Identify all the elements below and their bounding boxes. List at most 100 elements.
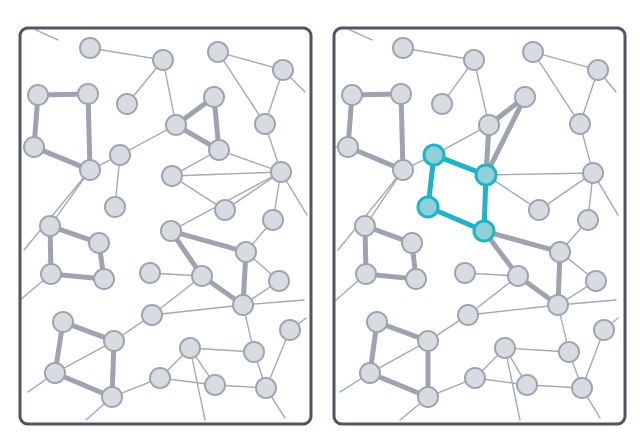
node (587, 59, 609, 81)
node (507, 265, 529, 287)
node (116, 93, 138, 115)
edge-thin (532, 51, 599, 71)
edge-thin (162, 59, 177, 126)
node-highlighted (472, 219, 496, 243)
node (270, 161, 292, 183)
node (417, 386, 439, 408)
edge-thin (473, 59, 490, 126)
node (417, 330, 439, 352)
node (354, 215, 376, 237)
node (341, 84, 363, 106)
edge-thin (35, 29, 59, 41)
node (337, 136, 359, 158)
edge-thin (485, 172, 594, 176)
node-highlighted (474, 163, 498, 187)
edge-thin (224, 171, 282, 211)
node (160, 220, 182, 242)
node (528, 199, 550, 221)
edge-thin (532, 51, 581, 125)
right-panel-frame (332, 26, 627, 426)
node (392, 159, 414, 181)
node (79, 159, 101, 181)
edge-thin (217, 51, 284, 71)
node (262, 209, 284, 231)
edge-thick (483, 94, 528, 178)
node (204, 374, 226, 396)
edge-thick (168, 228, 249, 255)
node-highlighted (422, 143, 446, 167)
node (27, 84, 49, 106)
node (582, 162, 604, 184)
node (191, 265, 213, 287)
edge-thin (349, 29, 373, 41)
left-panel (18, 26, 313, 426)
node (390, 83, 412, 105)
node (88, 232, 110, 254)
node (39, 215, 61, 237)
node (79, 37, 101, 59)
node (514, 86, 536, 108)
node (558, 341, 580, 363)
edge-thin (402, 47, 475, 61)
edge-thin (467, 304, 559, 316)
node (464, 367, 486, 389)
edge-thin (337, 169, 404, 251)
node (52, 311, 74, 333)
node (254, 113, 276, 135)
edge-thin (217, 51, 266, 125)
node (141, 304, 163, 326)
edge-thin (23, 169, 91, 251)
node (359, 362, 381, 384)
node (522, 41, 544, 63)
node (547, 294, 569, 316)
node (208, 139, 230, 161)
node (23, 136, 45, 158)
node (104, 196, 126, 218)
node (139, 262, 161, 284)
node (355, 263, 377, 285)
node (457, 304, 479, 326)
node (149, 367, 171, 389)
node (255, 377, 277, 399)
node (494, 337, 516, 359)
edge-thin (369, 340, 429, 374)
node (454, 262, 476, 284)
node (203, 86, 225, 108)
node (585, 270, 607, 292)
node (77, 83, 99, 105)
node (214, 199, 236, 221)
node (569, 113, 591, 135)
node (207, 41, 229, 63)
edge-thin (151, 304, 244, 316)
node (405, 268, 427, 290)
node (478, 114, 500, 136)
node (243, 341, 265, 363)
edge-thin (189, 347, 206, 421)
node (577, 209, 599, 231)
edge-thin (171, 171, 282, 177)
node (268, 270, 290, 292)
node (179, 337, 201, 359)
node (593, 319, 615, 341)
node (279, 319, 301, 341)
node (272, 59, 294, 81)
edge-thin (89, 47, 164, 61)
node (101, 386, 123, 408)
node (571, 377, 593, 399)
node (165, 114, 187, 136)
node (401, 232, 423, 254)
node (103, 330, 125, 352)
edge-thick (481, 228, 563, 255)
node (161, 165, 183, 187)
node-highlighted (416, 195, 440, 219)
edge-thin (504, 347, 521, 421)
edge-thin (364, 169, 404, 227)
node (235, 241, 257, 263)
node (431, 93, 453, 115)
node (549, 241, 571, 263)
edge-thin (49, 169, 91, 227)
edge-thin (54, 340, 115, 374)
node (152, 49, 174, 71)
node (44, 362, 66, 384)
